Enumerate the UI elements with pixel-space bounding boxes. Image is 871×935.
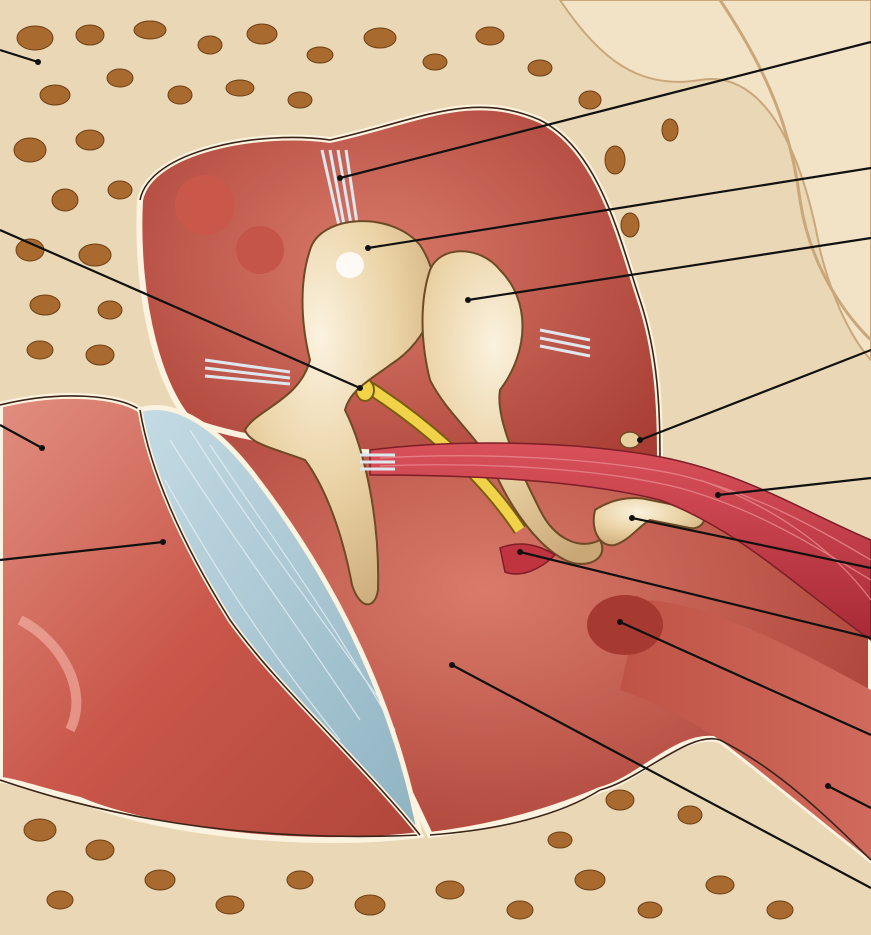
cavity-shadow (175, 175, 235, 235)
cavity-shadow-2 (236, 226, 284, 274)
